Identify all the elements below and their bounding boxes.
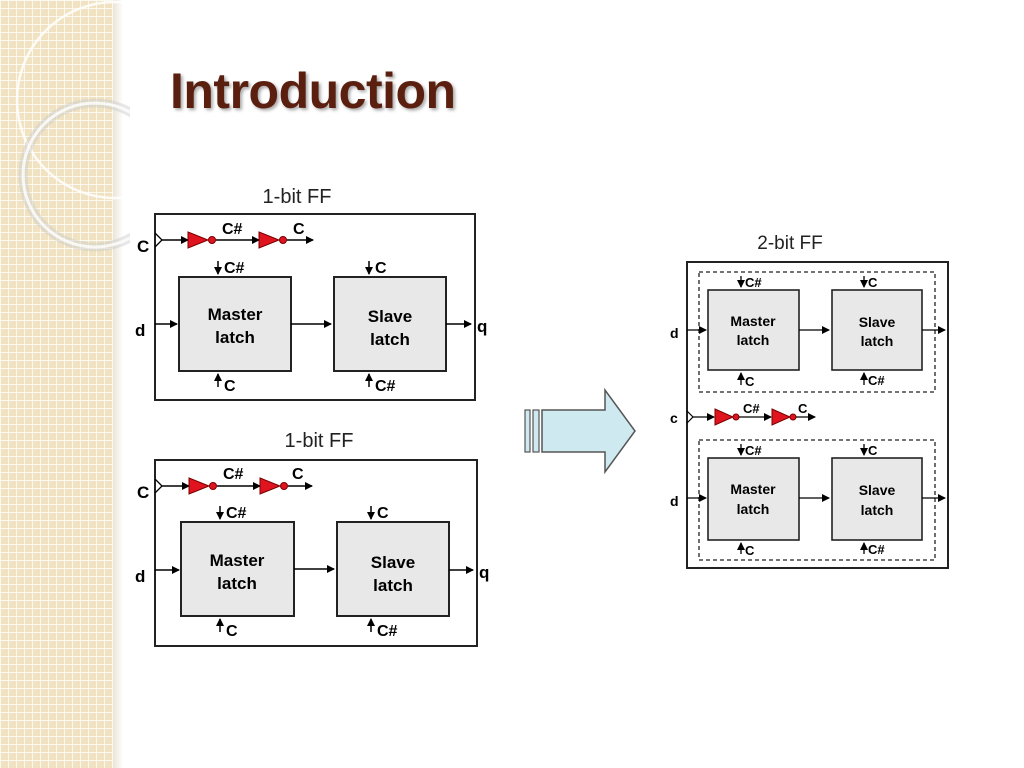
lower-slave-latch: [831, 457, 923, 541]
inverter-2-bubble: [279, 236, 287, 244]
slave-latch-line2: latch: [370, 330, 410, 349]
lower-master-latch: [707, 457, 800, 541]
inverter-2-output-label: C: [292, 466, 304, 483]
inverter-2: [259, 477, 282, 495]
inverter-1: [714, 408, 735, 426]
lower-master-top-clock-label: C#: [745, 443, 762, 458]
data-input-label: d: [135, 321, 145, 340]
decorative-rings: [15, 0, 130, 252]
sidebar-edge-shadow: [113, 0, 123, 768]
inverter-2-bubble: [789, 413, 797, 421]
lower-slave-top-clock-label: C: [868, 443, 878, 458]
inverter-1: [188, 477, 211, 495]
inverter-1-bubble: [208, 236, 216, 244]
inverter-1: [187, 231, 210, 249]
master-latch: [178, 276, 292, 372]
inverter-2-output-label: C: [293, 221, 305, 238]
arrow-stripe-1: [524, 409, 531, 453]
inverter-2-bubble: [280, 482, 288, 490]
clock-input-label: C: [137, 237, 149, 256]
master-bottom-clock-label: C: [226, 623, 238, 640]
ff-title: 1-bit FF: [263, 186, 332, 208]
upper-master-line2: latch: [737, 332, 770, 348]
transform-arrow: [524, 387, 636, 475]
upper-slave-line1: Slave: [859, 314, 896, 330]
ff-title: 1-bit FF: [285, 430, 354, 452]
master-latch-line1: Master: [210, 551, 265, 570]
inverter-2: [771, 408, 792, 426]
lower-master-bottom-clock-label: C: [745, 543, 755, 558]
master-top-clock-label: C#: [224, 260, 245, 277]
master-latch-line1: Master: [208, 305, 263, 324]
lower-master-line1: Master: [730, 481, 776, 497]
one-bit-ff-bottom: 1-bit FF C C# C Master latch C# C d Slav…: [135, 430, 489, 647]
inverter-1-output-label: C#: [223, 466, 244, 483]
upper-master-latch: [707, 289, 800, 371]
inverter-2: [258, 231, 281, 249]
ff-title: 2-bit FF: [757, 233, 822, 254]
slave-latch-line2: latch: [373, 576, 413, 595]
inverter-2-output-label: C: [798, 401, 808, 416]
inverter-1-bubble: [209, 482, 217, 490]
slave-latch-line1: Slave: [368, 307, 412, 326]
upper-master-line1: Master: [730, 313, 776, 329]
lower-slave-line2: latch: [861, 502, 894, 518]
inverter-1-bubble: [732, 413, 740, 421]
master-latch-line2: latch: [215, 328, 255, 347]
inverter-1-output-label: C#: [222, 221, 243, 238]
slide-title: Introduction: [170, 63, 456, 119]
arrow-body: [541, 387, 636, 475]
master-bottom-clock-label: C: [224, 378, 236, 395]
slave-top-clock-label: C: [375, 260, 387, 277]
slave-latch: [333, 276, 447, 372]
slave-bottom-clock-label: C#: [375, 378, 396, 395]
slave-latch: [336, 521, 450, 617]
data-input-label: d: [135, 567, 145, 586]
master-top-clock-label: C#: [226, 505, 247, 522]
two-bit-ff: 2-bit FF Master latch C# C d Slave latch…: [670, 233, 949, 569]
upper-data-input-label: d: [670, 325, 679, 341]
clock-input-label: C: [137, 483, 149, 502]
one-bit-ff-top: 1-bit FF C C# C Master latch C# C d Slav…: [135, 186, 487, 401]
upper-slave-line2: latch: [861, 333, 894, 349]
upper-master-top-clock-label: C#: [745, 275, 762, 290]
slide-sidebar-pattern: [0, 0, 113, 768]
master-latch-line2: latch: [217, 574, 257, 593]
clock-input-label: c: [670, 410, 678, 426]
arrow-stripe-2: [532, 409, 540, 453]
inverter-1-output-label: C#: [743, 401, 760, 416]
slave-latch-line1: Slave: [371, 553, 415, 572]
lower-slave-line1: Slave: [859, 482, 896, 498]
upper-slave-latch: [831, 289, 923, 371]
upper-master-bottom-clock-label: C: [745, 374, 755, 389]
lower-data-input-label: d: [670, 493, 679, 509]
output-label: q: [477, 317, 487, 336]
lower-slave-bottom-clock-label: C#: [868, 542, 885, 557]
slave-top-clock-label: C: [377, 505, 389, 522]
flip-flop-diagram: 1-bit FF C C# C Master latch C# C d Slav…: [135, 186, 949, 647]
upper-slave-bottom-clock-label: C#: [868, 373, 885, 388]
slave-bottom-clock-label: C#: [377, 623, 398, 640]
upper-slave-top-clock-label: C: [868, 275, 878, 290]
lower-master-line2: latch: [737, 501, 770, 517]
output-label: q: [479, 563, 489, 582]
